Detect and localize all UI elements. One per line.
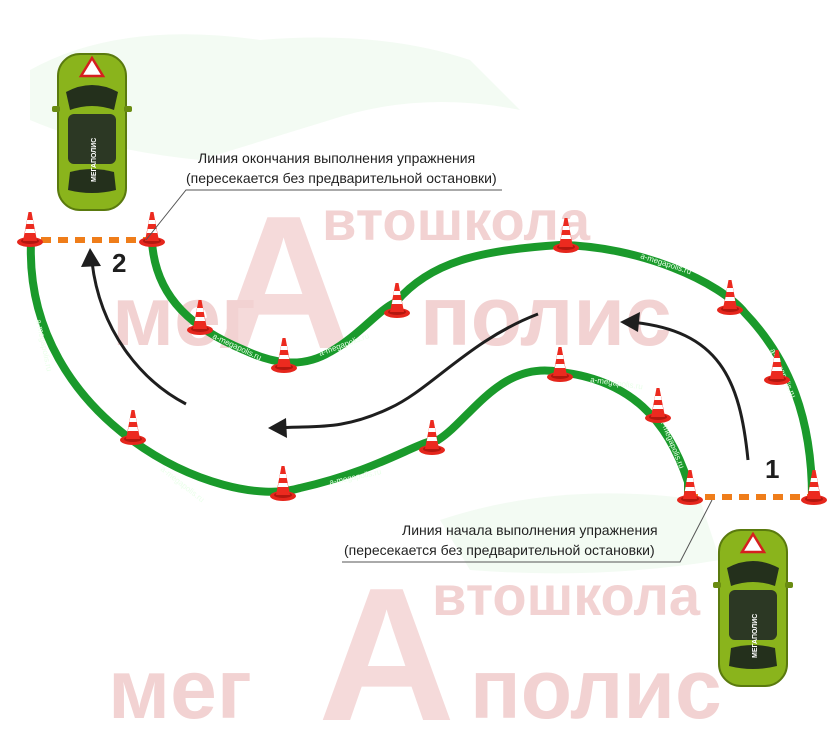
start-caption-line1: Линия начала выполнения упражнения	[402, 522, 658, 538]
watermark: втошкола А мег полис втошкола А мег поли…	[30, 34, 722, 742]
finish-caption-leader	[145, 189, 502, 241]
finish-caption-line1: Линия окончания выполнения упражнения	[198, 150, 475, 166]
cone-outer-bottom	[270, 466, 296, 501]
cone-finish-right	[139, 212, 165, 247]
car-badge-letter: У	[88, 68, 93, 75]
path-arrow-middle	[279, 312, 539, 430]
cone-start-right	[801, 470, 827, 505]
path-arrowhead-start	[620, 312, 640, 332]
cone-outer-left	[120, 410, 146, 445]
path-arrowhead-finish	[81, 248, 101, 267]
start-caption-line2: (пересекается без предварительной остано…	[344, 542, 655, 558]
cone-outer-right	[645, 388, 671, 423]
watermark-text-top: втошкола	[322, 189, 591, 252]
path-arrowhead-middle	[268, 418, 287, 438]
watermark-text-bottom: втошкола	[432, 564, 701, 627]
car-badge-letter: У	[749, 544, 754, 551]
start-marker-number: 1	[765, 454, 779, 484]
start-caption-leader	[342, 499, 713, 563]
car-side-text: МЕГАПОЛИС	[752, 614, 759, 658]
path-arrow-start	[629, 320, 750, 461]
training-car-finish: У МЕГАПОЛИС	[50, 52, 134, 212]
watermark-letter-bottom: А	[318, 549, 455, 742]
cone-finish-left	[17, 212, 43, 247]
path-arrow-finish	[90, 261, 187, 406]
watermark-text-bottom-left: мег	[108, 642, 252, 736]
finish-marker-number: 2	[112, 248, 126, 278]
finish-caption-line2: (пересекается без предварительной остано…	[186, 170, 497, 186]
training-car-start: У МЕГАПОЛИС	[711, 528, 795, 688]
watermark-text-bottom-right: полис	[470, 642, 722, 736]
track-url-lower-right: a-megapolis.ru	[658, 417, 686, 469]
watermark-text-mid-right: полис	[420, 269, 672, 363]
car-side-text: МЕГАПОЛИС	[91, 138, 98, 182]
cone-right-upper	[717, 280, 743, 315]
track-inner-boundary	[148, 238, 816, 501]
cone-start-left	[677, 470, 703, 505]
